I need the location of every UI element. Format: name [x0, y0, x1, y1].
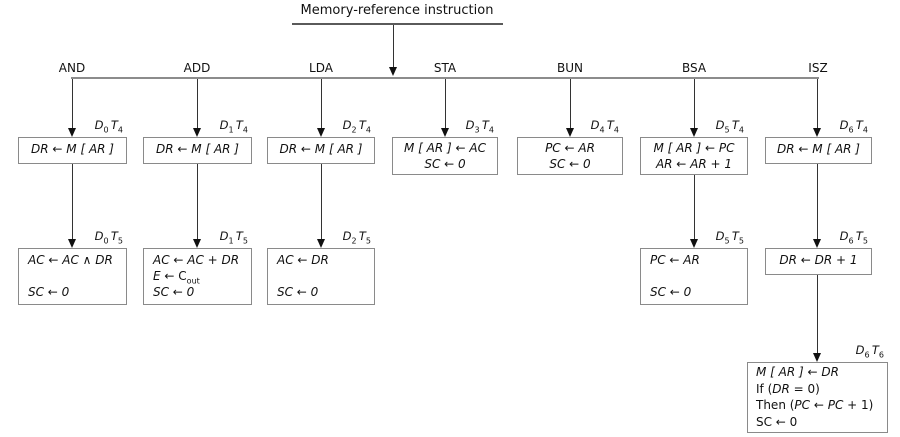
connector-line [72, 164, 73, 239]
arrow-down-icon [812, 353, 821, 362]
microop-box-lda-t5: AC ← DR SC ← 0 [267, 248, 375, 305]
diagram-title: Memory-reference instruction [300, 3, 494, 18]
connector-line [570, 79, 571, 128]
timing-label-d0t4: D0 T4 [94, 118, 123, 135]
timing-label-d4t4: D4 T4 [590, 118, 619, 135]
connector-line [817, 275, 818, 353]
timing-label-d6t6: D6 T6 [855, 343, 884, 360]
microop-text [277, 268, 374, 284]
connector-line [321, 164, 322, 239]
branch-label-bun: BUN [557, 61, 583, 75]
microop-text: DR ← DR + 1 [779, 253, 858, 267]
connector-line [694, 79, 695, 128]
microop-box-isz-t5: DR ← DR + 1 [765, 248, 872, 275]
branch-label-isz: ISZ [808, 61, 828, 75]
microop-text: DR ← M [ AR ] [156, 142, 239, 156]
arrow-down-icon [812, 239, 821, 248]
microop-box-isz-t4: DR ← M [ AR ] [765, 137, 872, 164]
microop-text: AC ← AC ∧ DR [28, 253, 113, 267]
arrow-down-icon [316, 239, 325, 248]
microop-text: AC ← DR [277, 253, 329, 267]
microop-text: AC ← AC + DR [153, 253, 240, 267]
microop-text: SC ← 0 [28, 285, 70, 299]
arrow-down-icon [192, 128, 201, 137]
microop-text: DR ← M [ AR ] [31, 142, 114, 156]
timing-label-d2t5: D2 T5 [342, 229, 371, 246]
microop-box-and-t4: DR ← M [ AR ] [18, 137, 127, 164]
branch-label-bsa: BSA [681, 61, 707, 75]
microop-text: SC ← 0 [424, 157, 466, 171]
microop-box-bsa-t4: M [ AR ] ← PC AR ← AR + 1 [640, 137, 748, 175]
microop-text: DR ← M [ AR ] [777, 142, 860, 156]
arrow-down-icon [67, 128, 76, 137]
arrow-down-icon [812, 128, 821, 137]
connector-line [817, 164, 818, 239]
connector-line [321, 79, 322, 128]
connector-line [694, 175, 695, 239]
microop-text: M [ AR ] ← PC [653, 141, 735, 155]
arrow-down-icon [192, 239, 201, 248]
timing-label-d0t5: D0 T5 [94, 229, 123, 246]
connector-line [817, 79, 818, 128]
microop-text: M [ AR ] ← AC [404, 141, 486, 155]
microop-box-and-t5: AC ← AC ∧ DR SC ← 0 [18, 248, 127, 305]
timing-label-d5t4: D5 T4 [715, 118, 744, 135]
microop-box-add-t4: DR ← M [ AR ] [143, 137, 252, 164]
arrow-down-icon [388, 67, 397, 76]
microop-text: Then (PC ← PC + 1) [756, 398, 874, 412]
connector-line [393, 25, 394, 68]
connector-line [197, 164, 198, 239]
microop-text: M [ AR ] ← DR [756, 365, 839, 379]
bus-line [71, 77, 819, 79]
microop-text: E ← Cout [153, 269, 200, 286]
branch-label-add: ADD [183, 61, 211, 75]
microop-text: DR ← M [ AR ] [279, 142, 363, 156]
microop-text: If (DR = 0) [756, 381, 820, 396]
microop-text: SC ← 0 [756, 414, 798, 429]
microop-box-sta-t4: M [ AR ] ← AC SC ← 0 [392, 137, 498, 175]
microop-text: SC ← 0 [549, 157, 591, 171]
timing-label-d6t5: D6 T5 [839, 229, 868, 246]
microop-text: PC ← AR [650, 253, 700, 267]
arrow-down-icon [316, 128, 325, 137]
arrow-down-icon [565, 128, 574, 137]
timing-label-d5t5: D5 T5 [715, 229, 744, 246]
arrow-down-icon [689, 239, 698, 248]
microop-text [650, 268, 747, 284]
timing-label-d3t4: D3 T4 [465, 118, 494, 135]
microop-text: PC ← AR [545, 141, 595, 155]
title-underline [292, 23, 503, 25]
microop-box-add-t5: AC ← AC + DR E ← Cout SC ← 0 [143, 248, 252, 305]
microop-box-bsa-t5: PC ← AR SC ← 0 [640, 248, 748, 305]
arrow-down-icon [440, 128, 449, 137]
timing-label-d2t4: D2 T4 [342, 118, 371, 135]
connector-line [72, 79, 73, 128]
connector-line [445, 79, 446, 128]
arrow-down-icon [67, 239, 76, 248]
microop-text: AR ← AR + 1 [655, 157, 733, 171]
timing-label-d1t4: D1 T4 [219, 118, 248, 135]
timing-label-d6t4: D6 T4 [839, 118, 868, 135]
microop-text: SC ← 0 [277, 285, 319, 299]
microop-box-lda-t4: DR ← M [ AR ] [267, 137, 375, 164]
microop-text: SC ← 0 [650, 285, 692, 299]
branch-label-sta: STA [433, 61, 457, 75]
timing-label-d1t5: D1 T5 [219, 229, 248, 246]
branch-label-and: AND [58, 61, 86, 75]
microop-box-bun-t4: PC ← AR SC ← 0 [517, 137, 623, 175]
arrow-down-icon [689, 128, 698, 137]
microop-text [28, 268, 126, 284]
branch-label-lda: LDA [309, 61, 333, 75]
microop-text: SC ← 0 [153, 285, 195, 299]
connector-line [197, 79, 198, 128]
microop-box-isz-t6: M [ AR ] ← DR If (DR = 0) Then (PC ← PC … [747, 362, 888, 433]
